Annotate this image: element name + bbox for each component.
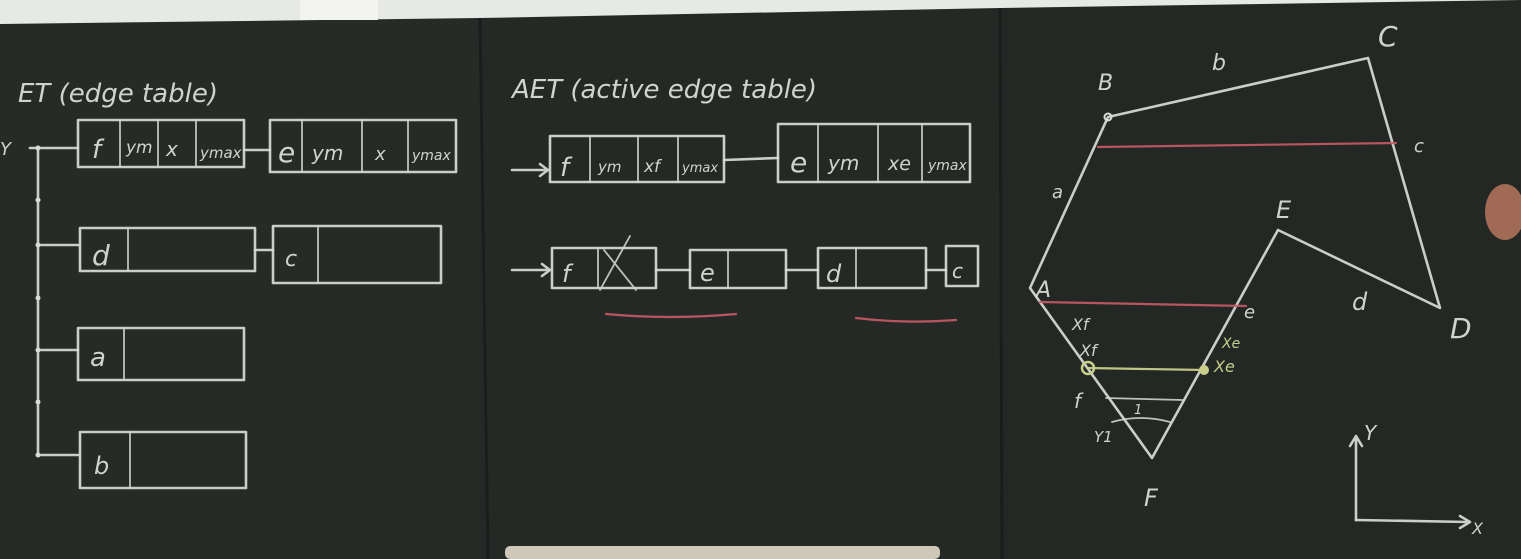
mark-xe-2: Xe	[1213, 357, 1235, 376]
aet-f-ym: ym	[597, 158, 622, 176]
board-middle	[480, 8, 1000, 559]
aet-node-e: e ym xe ymax	[776, 122, 972, 184]
hand	[1485, 184, 1521, 240]
y-axis-label: Y	[0, 139, 13, 160]
et-f-ymax: ymax	[199, 144, 242, 162]
red-underline-2	[854, 316, 958, 323]
window-light	[300, 0, 378, 20]
vertex-b: B	[1098, 71, 1113, 96]
axis-sketch: Y X	[1348, 421, 1484, 538]
et-e-name: e	[278, 136, 295, 169]
aet-title: AET (active edge table)	[510, 75, 817, 105]
vertex-c: C	[1378, 20, 1398, 53]
aet-e-xe: xe	[887, 153, 911, 175]
et-e-x: x	[374, 144, 386, 165]
et-a-name: a	[90, 343, 106, 373]
board-right	[1000, 0, 1521, 559]
vertex-d: D	[1450, 312, 1472, 345]
et-title: ET (edge table)	[18, 79, 218, 109]
et-c-name: c	[285, 247, 297, 272]
et-d-name: d	[92, 239, 110, 272]
mark-xe-1: Xe	[1221, 336, 1240, 352]
aet-row2-node-d: d	[816, 246, 928, 290]
edge-b: b	[1212, 51, 1226, 76]
edge-e: e	[1244, 302, 1255, 323]
edge-d: d	[1352, 288, 1368, 316]
aet-row2-c-name: c	[952, 259, 963, 283]
et-b-name: b	[94, 452, 109, 480]
mark-one: 1	[1134, 403, 1142, 418]
mark-xf-2: Xf	[1079, 341, 1099, 360]
aet-f-xf: xf	[643, 157, 663, 177]
et-e-ym: ym	[311, 141, 343, 165]
aet-f-ymax: ymax	[681, 161, 718, 176]
mark-xf-1: Xf	[1071, 315, 1091, 334]
strike-mark	[599, 235, 637, 291]
et-e-ymax: ymax	[411, 148, 452, 164]
edge-a: a	[1052, 182, 1063, 203]
axis-x-label: X	[1471, 519, 1484, 538]
scanline-middle	[1038, 300, 1248, 308]
et-node-b: b	[78, 430, 248, 490]
edge-c: c	[1414, 136, 1424, 157]
scanline-current	[1086, 366, 1206, 372]
et-f-x: x	[165, 137, 178, 161]
mark-y1: Y1	[1094, 428, 1113, 446]
red-underline-1	[604, 312, 738, 319]
vertex-e: E	[1276, 196, 1292, 224]
aet-row2-node-c: c	[944, 244, 980, 288]
intersection-xf	[1080, 360, 1096, 376]
et-node-a: a	[76, 326, 246, 382]
axis-y-label: Y	[1364, 421, 1378, 445]
polygon-outline	[1028, 56, 1442, 460]
aet-row2-d-name: d	[826, 260, 842, 288]
aet-arrow-2	[510, 262, 552, 278]
polygon-figure	[1028, 56, 1442, 460]
aet-e-ym: ym	[827, 151, 859, 175]
chalk-tray	[505, 546, 940, 559]
axis-x-arrow	[1354, 514, 1472, 530]
et-f-ym: ym	[125, 138, 153, 158]
et-node-c: c	[271, 224, 443, 285]
aet-arrow-1	[510, 162, 550, 178]
vertex-a: A	[1034, 278, 1051, 303]
edge-f: f	[1074, 389, 1084, 413]
intersection-xe	[1199, 365, 1209, 375]
aet-e-name: e	[790, 146, 807, 179]
aet-e-ymax: ymax	[927, 158, 968, 174]
et-node-e: e ym x ymax	[268, 118, 458, 174]
vertex-f: F	[1144, 484, 1159, 512]
axis-y-arrow	[1348, 434, 1364, 522]
aet-row2-e-name: e	[700, 259, 715, 287]
y-branches	[28, 146, 80, 457]
scanline-upper	[1096, 141, 1398, 149]
